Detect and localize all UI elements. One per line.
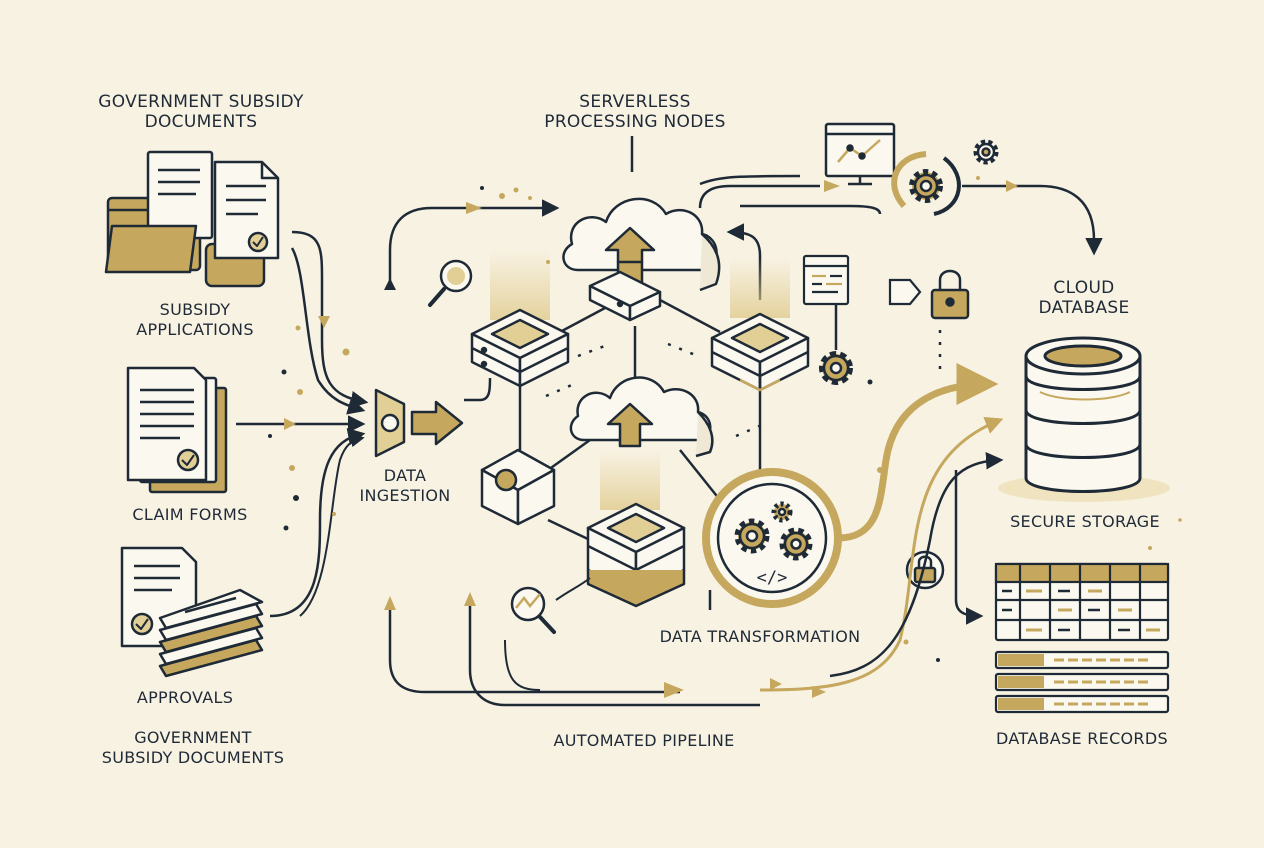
label-data-ingestion: DATA INGESTION xyxy=(350,466,460,506)
code-symbol: </> xyxy=(757,568,788,588)
label-gov-docs-top: GOVERNMENT SUBSIDY DOCUMENTS xyxy=(86,92,316,132)
cloud-upload-icon-middle xyxy=(569,376,714,458)
label-cloud-db-line1: CLOUD xyxy=(1053,278,1115,298)
server-node-bottom xyxy=(586,502,686,608)
gear-icon xyxy=(819,351,853,385)
label-ingestion-line1: DATA xyxy=(383,466,427,485)
label-cloud-database: CLOUD DATABASE xyxy=(1024,278,1144,318)
label-gov-docs-top-line2: DOCUMENTS xyxy=(144,112,258,132)
server-node-top xyxy=(588,270,662,322)
lock-icon xyxy=(930,269,970,320)
label-automated-pipeline: AUTOMATED PIPELINE xyxy=(553,731,735,750)
pipeline-loop-lines xyxy=(388,199,760,707)
gear-loop-icon xyxy=(891,151,961,216)
flow-arrowhead xyxy=(464,592,476,606)
flow-arrowhead xyxy=(466,202,482,214)
data-transformation-icon: </> xyxy=(702,468,842,608)
flow-arrowhead xyxy=(384,278,396,290)
dashed-links xyxy=(545,330,942,438)
label-serverless-line1: SERVERLESS xyxy=(579,92,691,112)
label-database-records: DATABASE RECORDS xyxy=(996,729,1168,748)
flow-arrowhead xyxy=(284,418,296,430)
approvals-icon xyxy=(120,546,264,678)
cloud-database-icon xyxy=(998,336,1170,502)
label-ingestion-line2: INGESTION xyxy=(359,486,451,505)
label-subsidy-line1: SUBSIDY xyxy=(159,300,231,319)
tag-arrow-icon xyxy=(888,278,922,306)
label-gov-docs-bottom-line1: GOVERNMENT xyxy=(134,728,252,747)
label-secure-storage: SECURE STORAGE xyxy=(1010,512,1160,531)
label-subsidy-line2: APPLICATIONS xyxy=(136,320,254,339)
analytics-search-icon xyxy=(510,577,591,634)
label-claim-forms: CLAIM FORMS xyxy=(132,505,248,524)
node-cube-small xyxy=(480,448,556,526)
gold-flow-lines xyxy=(759,363,1004,692)
flow-arrowhead xyxy=(384,596,396,610)
search-icon xyxy=(428,259,473,307)
data-ingestion-funnel-icon xyxy=(374,388,464,458)
label-gov-docs-bottom: GOVERNMENT SUBSIDY DOCUMENTS xyxy=(88,728,298,768)
flow-arrowhead xyxy=(770,678,782,690)
gear-small-icon xyxy=(973,139,999,165)
decorative-dots xyxy=(268,176,1182,662)
label-cloud-db-line2: DATABASE xyxy=(1038,298,1130,318)
flow-arrowhead xyxy=(318,316,330,328)
database-record-rows xyxy=(994,650,1170,714)
light-beams xyxy=(490,250,790,510)
label-gov-docs-top-line1: GOVERNMENT SUBSIDY xyxy=(98,92,304,112)
cloud-upload-icon-top xyxy=(562,197,721,292)
ingestion-flow-lines xyxy=(236,230,369,618)
label-gov-docs-bottom-line2: SUBSIDY DOCUMENTS xyxy=(101,748,285,767)
monitor-chart-icon xyxy=(824,122,896,186)
flow-arrowhead xyxy=(1006,180,1018,192)
server-node-left xyxy=(470,308,570,388)
label-serverless-line2: PROCESSING NODES xyxy=(544,112,726,132)
label-serverless-nodes: SERVERLESS PROCESSING NODES xyxy=(520,92,750,132)
claim-forms-icon xyxy=(126,366,228,494)
label-subsidy-applications: SUBSIDY APPLICATIONS xyxy=(110,300,280,340)
database-records-table xyxy=(994,562,1170,642)
server-node-right xyxy=(710,312,810,392)
flow-arrowhead xyxy=(824,180,840,192)
code-window-icon xyxy=(802,254,850,306)
flow-arrowhead xyxy=(664,682,684,698)
lock-circle-icon xyxy=(905,550,945,590)
top-flow-lines xyxy=(630,136,1103,256)
subsidy-documents-icon xyxy=(104,150,280,288)
label-data-transformation: DATA TRANSFORMATION xyxy=(659,627,861,646)
label-approvals: APPROVALS xyxy=(136,688,234,707)
